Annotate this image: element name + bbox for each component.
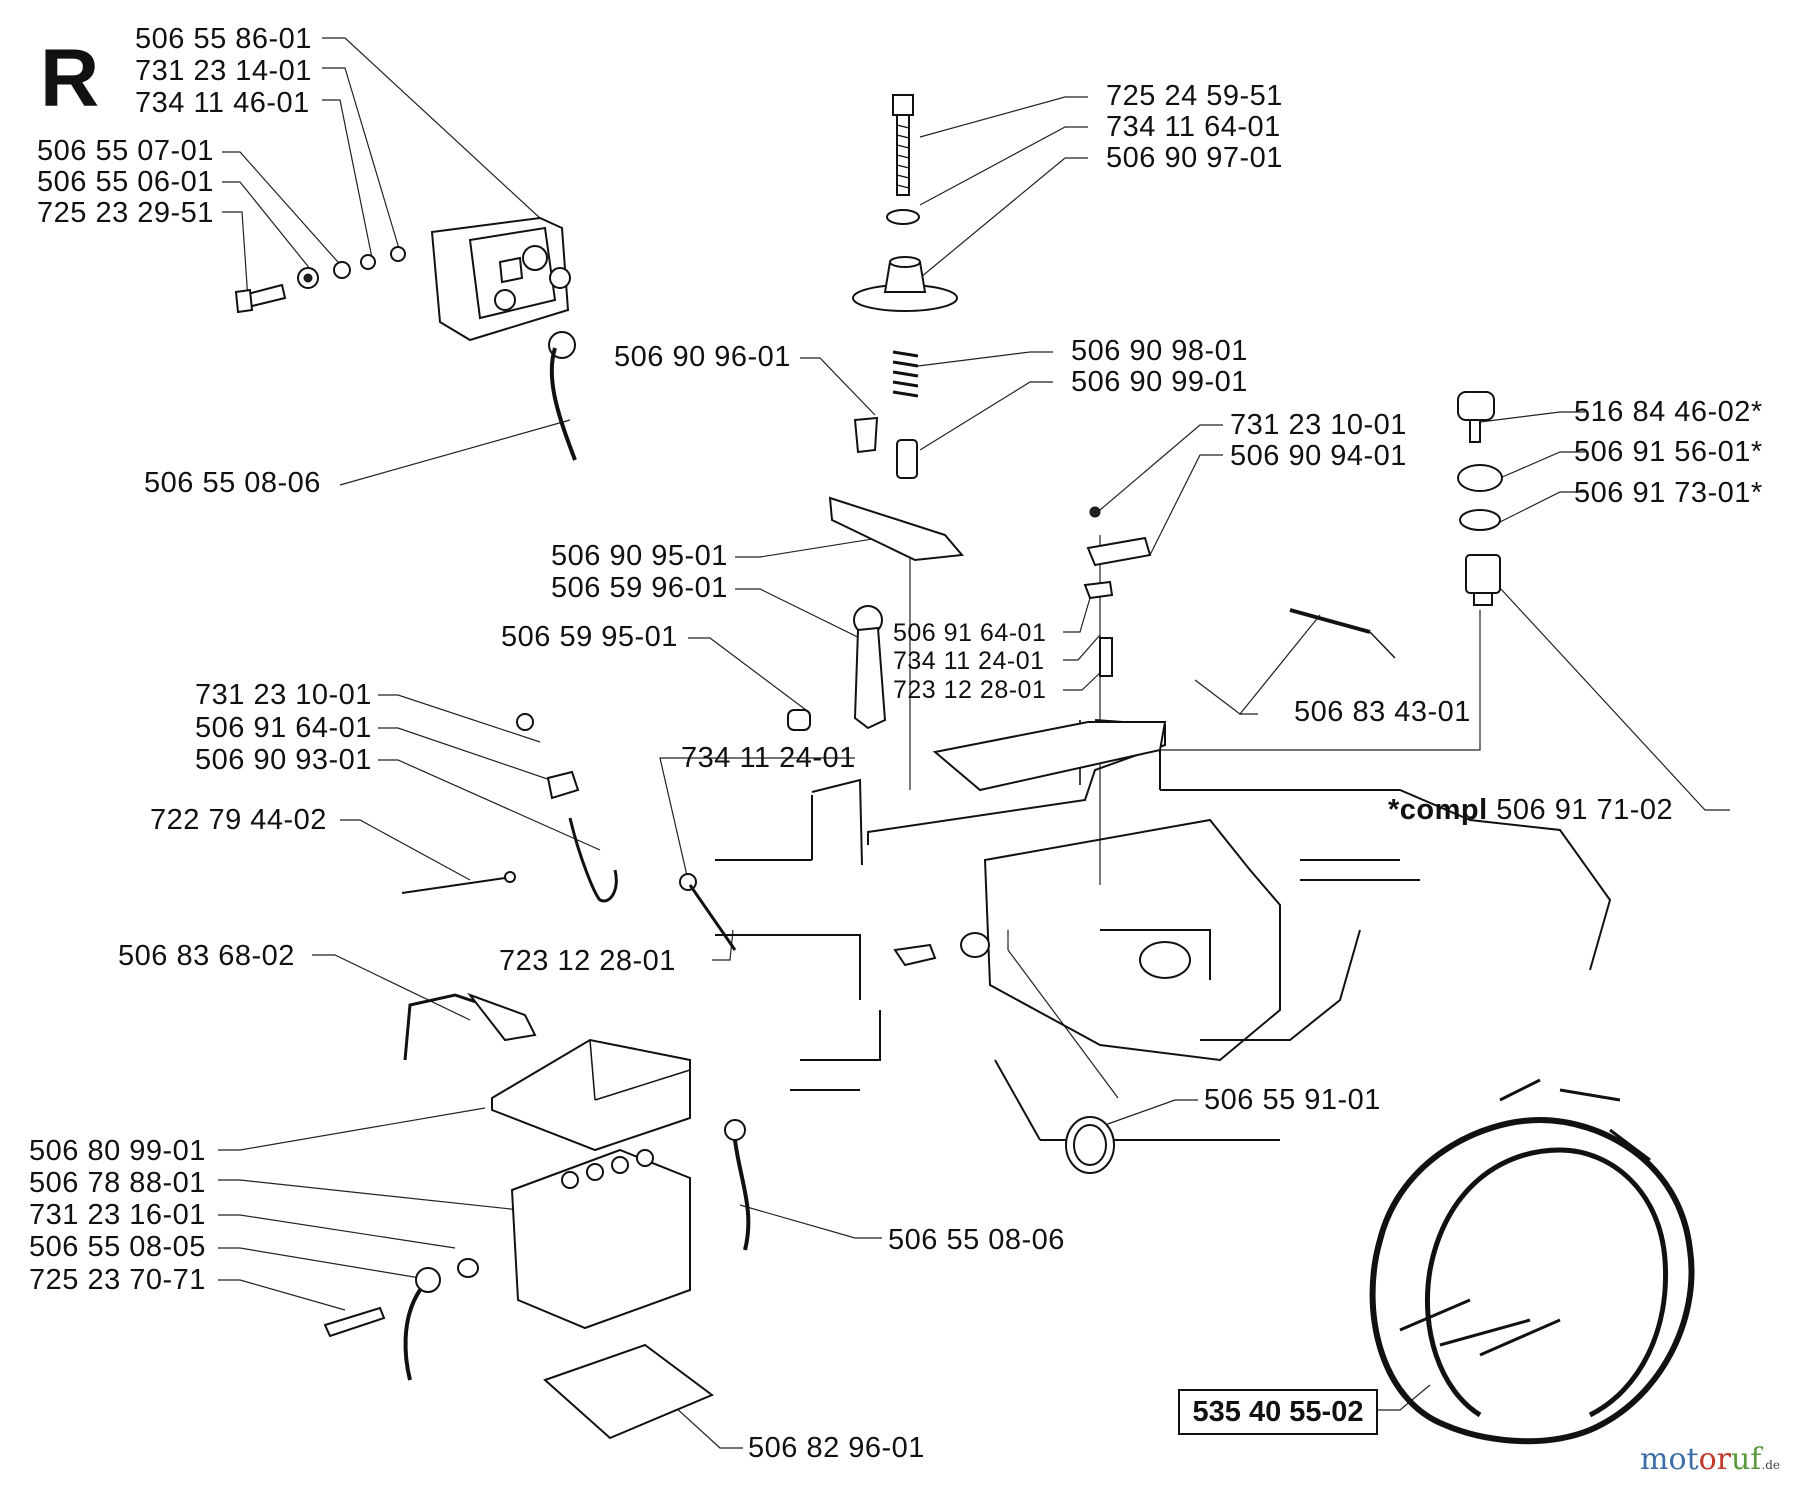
- part-label: 506 80 99-01: [29, 1135, 206, 1167]
- part-label: 506 90 94-01: [1230, 440, 1407, 472]
- screw-top: [892, 94, 914, 196]
- cable-clamp: [516, 713, 618, 903]
- part-label: 734 11 24-01: [681, 742, 856, 774]
- throttle-lever: [787, 605, 887, 731]
- watermark-part: mot: [1640, 1442, 1699, 1477]
- switch-washer: [1459, 509, 1501, 531]
- part-label: 506 90 95-01: [551, 540, 728, 572]
- battery-cable-pos: [724, 1119, 751, 1251]
- battery-mat: [543, 1343, 714, 1440]
- part-label: 723 12 28-01: [893, 676, 1047, 704]
- part-label: 506 91 71-02: [1496, 794, 1674, 826]
- plunger: [853, 416, 879, 454]
- section-letter: R: [40, 33, 100, 124]
- part-label: 506 55 08-06: [144, 467, 321, 499]
- flip-tray: [932, 721, 1167, 792]
- part-label: 731 23 14-01: [135, 55, 312, 87]
- battery-bolt: [323, 1258, 479, 1381]
- part-label: 506 55 08-06: [888, 1224, 1065, 1256]
- part-label: 506 90 98-01: [1071, 335, 1248, 367]
- part-label: 506 78 88-01: [29, 1167, 206, 1199]
- part-label: 506 55 86-01: [135, 23, 312, 55]
- part-label: 506 83 43-01: [1294, 696, 1471, 728]
- leader-lines: [218, 37, 1730, 1449]
- wiring-harness: [1369, 1078, 1695, 1445]
- choke-bracket: [1083, 506, 1152, 677]
- part-label: 506 90 96-01: [614, 341, 791, 373]
- part-label: 506 59 95-01: [501, 621, 678, 653]
- part-label: 731 23 10-01: [1230, 409, 1407, 441]
- battery-cover: [491, 1038, 691, 1152]
- part-label: 506 55 06-01: [37, 166, 214, 198]
- part-label: 731 23 16-01: [29, 1199, 206, 1231]
- ignition-key: [1457, 391, 1495, 443]
- part-label: 734 11 46-01: [135, 87, 310, 119]
- part-label: 506 83 68-02: [118, 940, 295, 972]
- frame-body: [715, 719, 1612, 1141]
- part-label: 506 91 56-01*: [1574, 436, 1763, 468]
- sleeve: [896, 439, 918, 479]
- lever-plate: [828, 496, 964, 562]
- compl-prefix: *compl: [1388, 794, 1488, 826]
- part-label: 506 90 97-01: [1106, 142, 1283, 174]
- part-label: 725 24 59-51: [1106, 80, 1283, 112]
- part-label: 516 84 46-02*: [1574, 396, 1763, 428]
- battery: [510, 1148, 691, 1330]
- part-label: 506 90 93-01: [195, 744, 372, 776]
- part-label: 734 11 24-01: [893, 647, 1045, 675]
- watermark-part: or: [1698, 1442, 1731, 1477]
- compl-label: *compl 506 91 71-02: [1388, 795, 1673, 825]
- battery-holddown: [403, 992, 537, 1061]
- cone-cap: [852, 256, 958, 312]
- part-label: 506 82 96-01: [748, 1432, 925, 1464]
- part-label: 506 91 64-01: [195, 712, 372, 744]
- part-label: 506 91 64-01: [893, 619, 1047, 647]
- ignition-switch: [1465, 554, 1501, 606]
- part-label: 722 79 44-02: [150, 804, 327, 836]
- part-label: 506 59 96-01: [551, 572, 728, 604]
- frame-clip: [893, 932, 990, 967]
- choke-spring: [1289, 608, 1396, 659]
- part-label: 734 11 64-01: [1106, 111, 1281, 143]
- washer-top: [886, 209, 920, 225]
- starter-solenoid: [430, 216, 571, 342]
- part-label: 725 23 29-51: [37, 197, 214, 229]
- part-label: 723 12 28-01: [499, 945, 676, 977]
- grommet: [1065, 1116, 1115, 1174]
- choke-cable: [401, 871, 737, 951]
- part-label: 725 23 70-71: [29, 1264, 206, 1296]
- part-label: 506 55 91-01: [1204, 1084, 1381, 1116]
- part-label: 731 23 10-01: [195, 679, 372, 711]
- watermark-logo: motoruf.de: [1640, 1442, 1780, 1477]
- watermark-part: uf: [1730, 1442, 1762, 1477]
- part-label: 506 55 07-01: [37, 135, 214, 167]
- part-label: 506 90 99-01: [1071, 366, 1248, 398]
- switch-nut: [1457, 464, 1503, 492]
- part-label: 506 91 73-01*: [1574, 477, 1763, 509]
- part-label: 506 55 08-05: [29, 1231, 206, 1263]
- kit-part-number: 535 40 55-02: [1178, 1389, 1378, 1435]
- solenoid-fasteners: [234, 246, 406, 314]
- watermark-part: .de: [1761, 1458, 1781, 1472]
- spring: [892, 350, 919, 398]
- solenoid-cable: [548, 331, 577, 461]
